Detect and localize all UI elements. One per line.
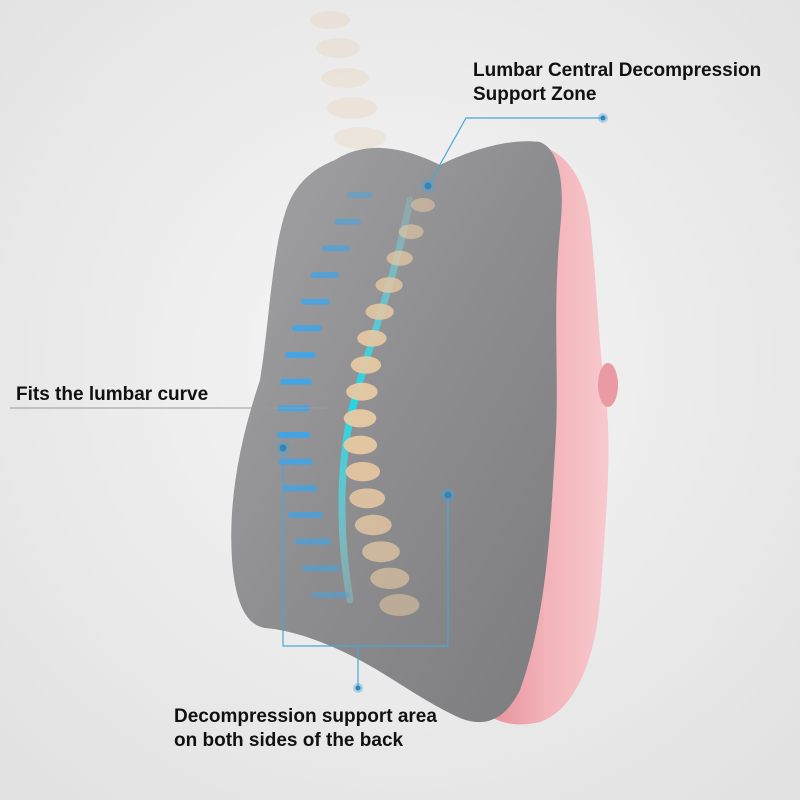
spine-curve-highlight [338, 196, 414, 604]
disc [282, 485, 318, 492]
vertebra [379, 594, 420, 616]
cushion-strap [598, 363, 618, 407]
disc [285, 352, 316, 358]
vertebra [370, 567, 410, 589]
disc [347, 192, 373, 198]
disc [322, 245, 350, 252]
vertebra [365, 303, 394, 320]
disc [278, 458, 313, 465]
vertebra [343, 435, 378, 455]
vertebra [350, 356, 382, 374]
disc [334, 218, 362, 225]
disc [291, 325, 322, 332]
disc [280, 378, 312, 385]
callout-central-zone-label: Lumbar Central Decompression Support Zon… [473, 59, 761, 107]
vertebra [398, 224, 424, 239]
side-support-line2: on both sides of the back [174, 730, 404, 751]
vertebra [386, 250, 413, 266]
cushion-gray-face [231, 141, 562, 723]
disc [287, 512, 324, 518]
spine-vertebrae [277, 192, 435, 616]
side-support-line1: Decompression support area [174, 706, 437, 727]
callout-central-zone-pointer [421, 113, 608, 193]
disc [311, 592, 350, 598]
vertebra [362, 541, 400, 563]
vertebra [346, 382, 378, 401]
vertebra [354, 514, 392, 536]
upper-spine-faded [310, 11, 386, 149]
disc [310, 272, 340, 278]
lumbar-curve-text: Fits the lumbar curve [16, 384, 209, 405]
vertebra [345, 462, 381, 482]
vertebra [349, 488, 386, 509]
callout-side-support-label: Decompression support area on both sides… [174, 705, 437, 753]
disc [294, 538, 331, 545]
disc [277, 432, 311, 438]
disc [302, 565, 340, 572]
vertebra [375, 277, 403, 293]
central-zone-line2: Support Zone [473, 84, 597, 105]
vertebra [343, 409, 377, 428]
callout-lumbar-curve-label: Fits the lumbar curve [16, 383, 208, 407]
vertebra [357, 330, 387, 347]
disc [300, 298, 330, 305]
callout-side-support-pointer [276, 441, 455, 693]
vertebra [411, 198, 435, 212]
central-zone-line1: Lumbar Central Decompression [473, 60, 762, 81]
